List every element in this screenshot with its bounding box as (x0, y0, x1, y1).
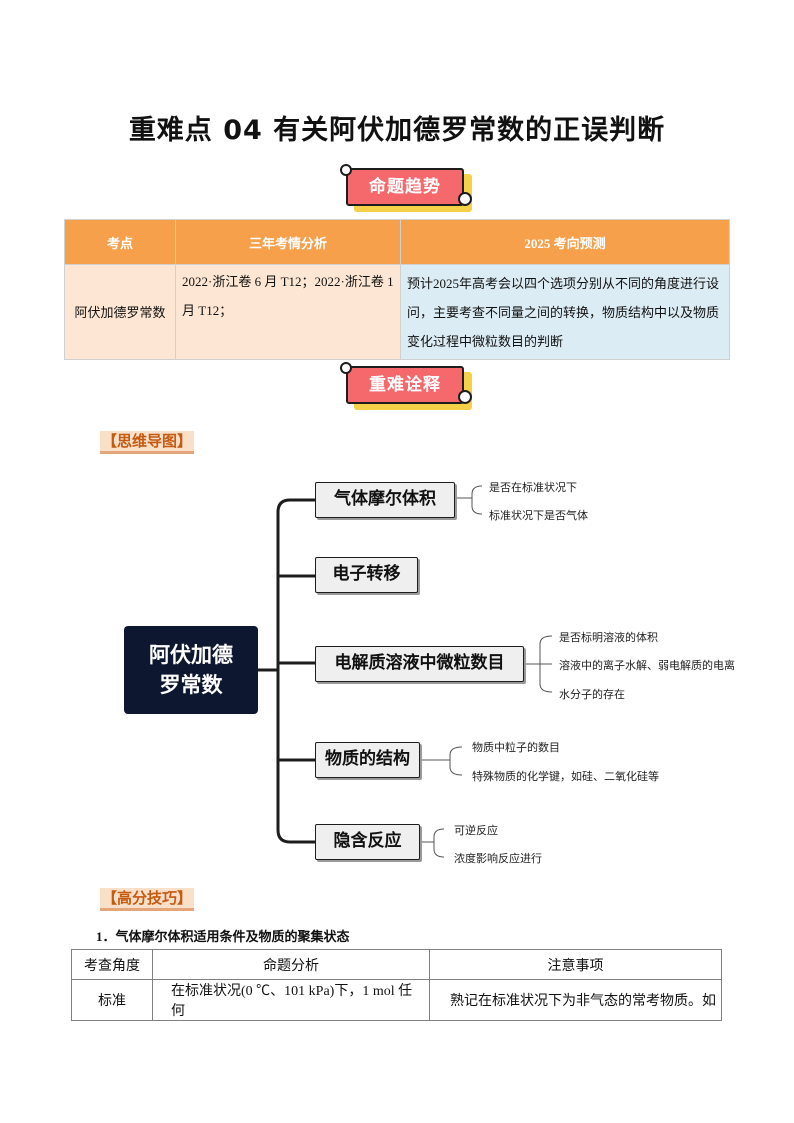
node-hidden-reaction: 隐含反应 (315, 824, 420, 860)
skills-header-angle: 考查角度 (71, 949, 153, 980)
trend-table: 考点 三年考情分析 2025 考向预测 阿伏加德罗常数 2022·浙江卷 6 月… (64, 219, 730, 360)
skills-table: 考查角度 命题分析 注意事项 标准 在标准状况(0 ℃、101 kPa)下，1 … (71, 949, 722, 1021)
skills-header-notes: 注意事项 (429, 949, 722, 980)
cell-forecast: 预计2025年高考会以四个选项分别从不同的角度进行设问，主要考查不同量之间的转换… (400, 264, 730, 360)
node-electrolyte-particles: 电解质溶液中微粒数目 (315, 646, 524, 682)
leaf-chemical-bonds: 特殊物质的化学键，如硅、二氧化硅等 (472, 770, 659, 783)
mindmap-root: 阿伏加德 罗常数 (124, 626, 258, 714)
leaf-water-molecules: 水分子的存在 (559, 688, 625, 701)
skills-header-analysis: 命题分析 (152, 949, 430, 980)
mindmap-tag: 【思维导图】 (100, 431, 195, 454)
leaf-hydrolysis-ionization: 溶液中的离子水解、弱电解质的电离 (559, 659, 735, 672)
skills-cell-notes: 熟记在标准状况下为非气态的常考物质。如 (429, 979, 722, 1021)
explain-badge-label: 重难诠释 (346, 366, 464, 404)
leaf-concentration-effect: 浓度影响反应进行 (454, 852, 542, 865)
skills-tag: 【高分技巧】 (100, 888, 195, 911)
root-line-2: 罗常数 (159, 673, 223, 697)
cell-analysis: 2022·浙江卷 6 月 T12；2022·浙江卷 1 月 T12； (175, 264, 401, 360)
trend-badge: 命题趋势 (340, 164, 472, 212)
skills-subheading: 1．气体摩尔体积适用条件及物质的聚集状态 (96, 929, 350, 944)
leaf-is-gas: 标准状况下是否气体 (489, 509, 588, 522)
page-title: 重难点 04 有关阿伏加德罗常数的正误判断 (128, 115, 666, 146)
node-structure: 物质的结构 (315, 742, 420, 778)
header-forecast: 2025 考向预测 (400, 219, 730, 265)
skills-cell-angle: 标准 (71, 979, 153, 1021)
root-line-1: 阿伏加德 (149, 643, 233, 667)
leaf-standard-conditions: 是否在标准状况下 (489, 481, 577, 494)
leaf-particle-count: 物质中粒子的数目 (472, 741, 560, 754)
trend-badge-label: 命题趋势 (346, 168, 464, 206)
explain-badge: 重难诠释 (340, 362, 472, 410)
cell-point: 阿伏加德罗常数 (64, 264, 176, 360)
node-gas-molar-volume: 气体摩尔体积 (315, 482, 455, 518)
node-electron-transfer: 电子转移 (315, 557, 418, 593)
header-analysis: 三年考情分析 (175, 219, 401, 265)
skills-cell-analysis: 在标准状况(0 ℃、101 kPa)下，1 mol 任何 (152, 979, 430, 1021)
leaf-reversible-reaction: 可逆反应 (454, 824, 498, 837)
leaf-solution-volume: 是否标明溶液的体积 (559, 631, 658, 644)
